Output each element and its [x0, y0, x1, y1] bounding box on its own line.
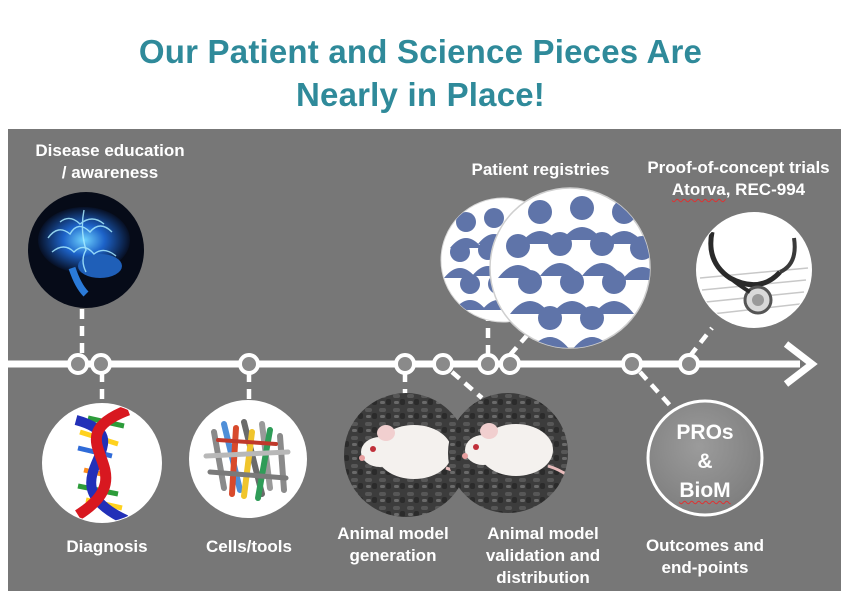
label-patient-registries: Patient registries [471, 160, 610, 179]
label-diagnosis: Diagnosis [66, 537, 148, 556]
label-line: validation and [485, 546, 601, 565]
label-line: / awareness [61, 163, 159, 182]
label-line: generation [349, 546, 437, 565]
label-line: Disease education [35, 141, 185, 160]
node-diagnosis [90, 353, 112, 375]
label-line: Atorva, REC-994 [636, 179, 841, 201]
brain-icon [28, 192, 144, 308]
node-model-validation [432, 353, 454, 375]
title-line-2: Nearly in Place! [296, 76, 545, 113]
pro-circle-label: PROs & BioM [650, 418, 760, 505]
label-line: end-points [661, 558, 749, 577]
label-cells-tools: Cells/tools [206, 537, 292, 556]
timeline-nodes [67, 353, 700, 375]
label-line: Proof-of-concept trials [647, 158, 830, 177]
dna-helix-icon [42, 403, 162, 523]
white-mouse-icon [344, 393, 468, 517]
node-registries-b [499, 353, 521, 375]
node-trials [678, 353, 700, 375]
label-line: Outcomes and [645, 536, 765, 555]
label-line: distribution [496, 568, 590, 587]
label-animal-model-generation: Animal model generation [318, 523, 468, 567]
title-line-1: Our Patient and Science Pieces Are [138, 33, 703, 70]
label-line: PROs [676, 421, 734, 444]
label-animal-model-validation: Animal model validation and distribution [468, 523, 618, 589]
node-education [67, 353, 89, 375]
label-line: Animal model [487, 524, 599, 543]
white-mouse-icon [448, 393, 568, 513]
label-line: BioM [679, 479, 731, 502]
node-registries-a [477, 353, 499, 375]
node-model-generation [394, 353, 416, 375]
label-disease-education: Disease education / awareness [22, 140, 198, 184]
label-word-atorva: Atorva [671, 180, 726, 199]
label-line: Animal model [337, 524, 449, 543]
label-outcomes-endpoints: Outcomes and end-points [630, 535, 780, 579]
stethoscope-icon [696, 212, 812, 328]
cell-tools-icon [189, 400, 307, 518]
node-outcomes [621, 353, 643, 375]
people-crowd-icon [489, 187, 651, 349]
label-line: & [697, 450, 713, 473]
label-word-rec: , REC-994 [725, 180, 806, 199]
pro-circle [646, 399, 764, 517]
page-title: Our Patient and Science Pieces Are Nearl… [0, 30, 841, 116]
node-cells [238, 353, 260, 375]
label-proof-of-concept: Proof-of-concept trials Atorva, REC-994 [636, 157, 841, 201]
